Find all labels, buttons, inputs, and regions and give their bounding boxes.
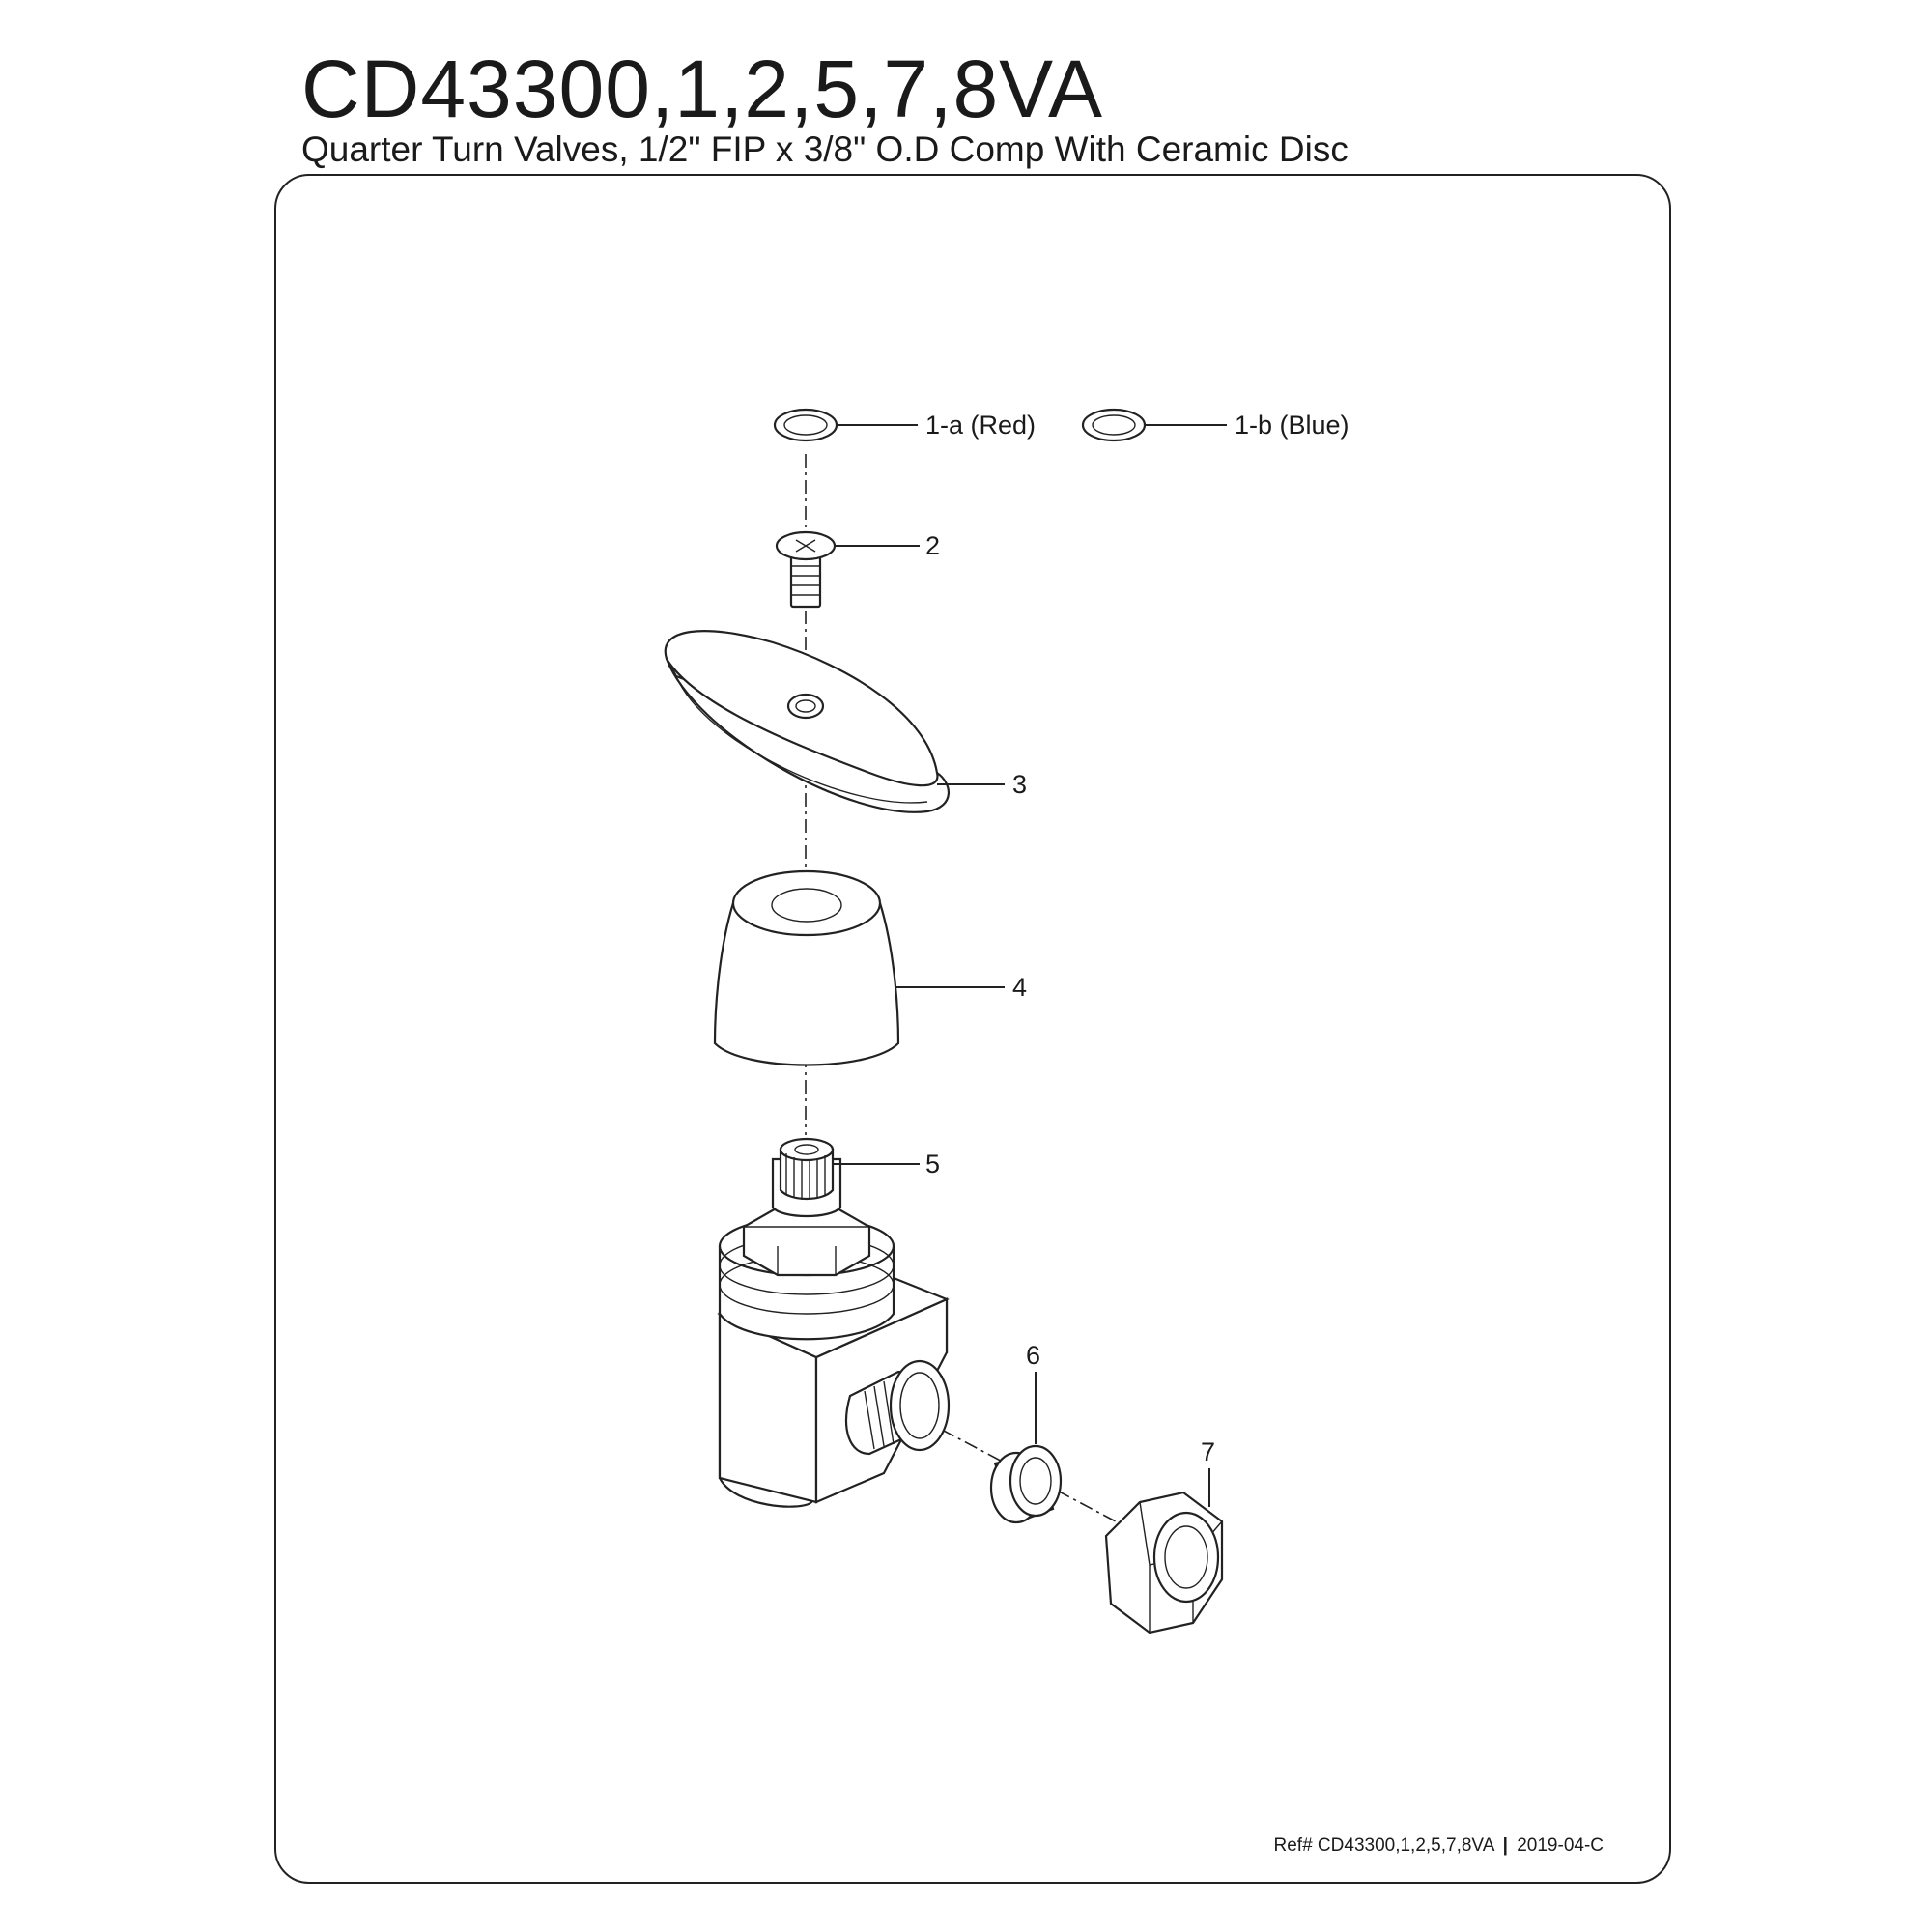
label-1a: 1-a (Red) [925,411,1036,440]
label-5: 5 [925,1150,940,1179]
valve-body [717,1206,951,1508]
part-3-handle [664,630,950,813]
part-6-compression-sleeve [989,1444,1063,1524]
part-4-bonnet [713,869,900,1066]
reference-number: Ref# CD43300,1,2,5,7,8VA [1273,1835,1494,1856]
part-2-screw [775,530,837,609]
page-title: CD43300,1,2,5,7,8VA [301,43,1104,134]
label-3: 3 [1012,770,1027,799]
part-7-compression-nut [1104,1491,1224,1634]
drawing-frame [274,174,1671,1884]
part-1a-index-cap [773,408,838,442]
part-1b-index-cap [1081,408,1147,442]
page-subtitle: Quarter Turn Valves, 1/2" FIP x 3/8" O.D… [301,129,1349,169]
reference-footer: Ref# CD43300,1,2,5,7,8VA | 2019-04-C [1274,1835,1604,1857]
label-2: 2 [925,531,940,560]
part-5-cartridge-stem [771,1137,842,1218]
label-6: 6 [1026,1341,1040,1370]
label-7: 7 [1201,1437,1215,1466]
revision-code: 2019-04-C [1517,1835,1604,1856]
label-4: 4 [1012,973,1027,1002]
label-1b: 1-b (Blue) [1235,411,1350,440]
reference-separator: | [1502,1835,1508,1856]
